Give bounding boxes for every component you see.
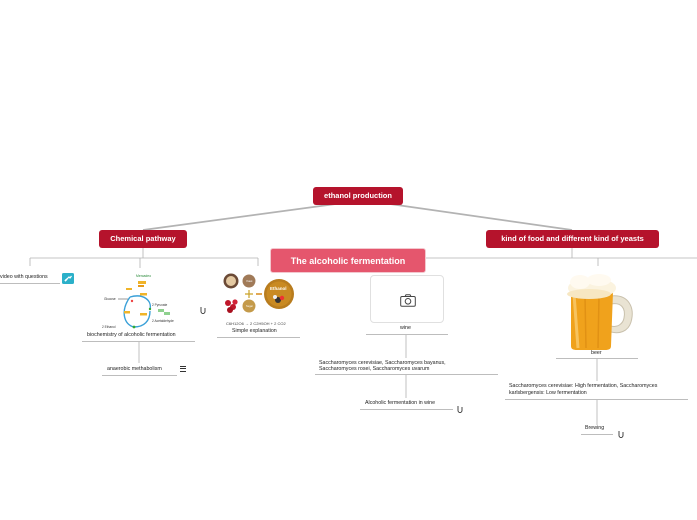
topic-video-with-questions[interactable]: video with questions	[0, 274, 48, 280]
chemical-equation: C6H12O6 → 2 C2H5OH + 2 CO2	[226, 321, 286, 326]
root-topic[interactable]: ethanol production	[313, 187, 403, 205]
topic-wine[interactable]: wine	[400, 325, 411, 331]
label-top: Mercadeo	[136, 274, 151, 278]
topic-beer[interactable]: beer	[591, 350, 602, 356]
central-topic[interactable]: The alcoholic fermentation	[270, 248, 426, 273]
topic-underline	[360, 409, 453, 410]
topic-underline	[315, 374, 498, 375]
link-icon[interactable]	[457, 400, 463, 418]
biochemistry-diagram-image[interactable]: Mercadeo Glucose 2 Pyruvate 2 Acetaldehy…	[100, 271, 186, 331]
topic-brewing[interactable]: Brewing	[585, 425, 605, 431]
label-ethanol: Ethanol	[270, 286, 287, 291]
camera-icon	[400, 294, 416, 307]
label-pyruvate: 2 Pyruvate	[152, 303, 167, 307]
link-root-chemical	[142, 202, 344, 231]
topic-simple-explanation[interactable]: Simple explanation	[232, 328, 277, 334]
wine-yeasts-line2[interactable]: Saccharomyces rosei, Saccharomyces uvaru…	[319, 366, 430, 372]
wine-image-placeholder[interactable]	[370, 275, 444, 323]
video-icon[interactable]	[62, 271, 74, 289]
topic-underline	[505, 399, 688, 400]
link-icon[interactable]	[200, 301, 206, 319]
label-acetaldehyde: 2 Acetaldehyde	[152, 319, 174, 323]
wine-yeasts-line1[interactable]: Saccharomyces cerevisiae, Saccharomyces …	[319, 360, 446, 366]
notes-icon[interactable]	[180, 366, 186, 373]
svg-text:Yeast: Yeast	[246, 279, 253, 283]
topic-chemical-pathway[interactable]: Chemical pathway	[99, 230, 187, 248]
topic-anaerobic-methabolism[interactable]: anaerobic methabolism	[107, 366, 162, 372]
label-ethanol: 2 Ethanol	[102, 325, 116, 329]
topic-underline	[366, 334, 448, 335]
topic-underline	[102, 375, 177, 376]
link-icon[interactable]	[618, 425, 624, 443]
beer-yeasts-line1[interactable]: Saccharomyces cerevisiae: High fermentat…	[509, 383, 658, 389]
beer-mug-image[interactable]	[565, 274, 635, 350]
simple-explanation-image[interactable]: Yeast Sugar Ethanol C6H12O6 → 2 C2H5OH +…	[220, 270, 300, 330]
topic-food-and-yeasts[interactable]: kind of food and different kind of yeast…	[486, 230, 659, 248]
link-yeasts-children	[404, 248, 697, 268]
link-root-yeasts	[382, 202, 573, 231]
topic-biochemistry[interactable]: biochemistry of alcoholic fermentation	[87, 332, 176, 338]
topic-underline	[217, 337, 300, 338]
topic-underline	[556, 358, 638, 359]
topic-underline	[581, 434, 613, 435]
svg-text:Sugar: Sugar	[246, 304, 253, 308]
link-chemical-children	[29, 248, 259, 268]
topic-underline	[82, 341, 195, 342]
beer-yeasts-line2[interactable]: karlsbergensis: Low fermentation	[509, 390, 587, 396]
label-glucose: Glucose	[104, 297, 116, 301]
topic-alcoholic-fermentation-in-wine[interactable]: Alcoholic fermentation in wine	[365, 400, 436, 406]
topic-underline	[0, 283, 60, 284]
